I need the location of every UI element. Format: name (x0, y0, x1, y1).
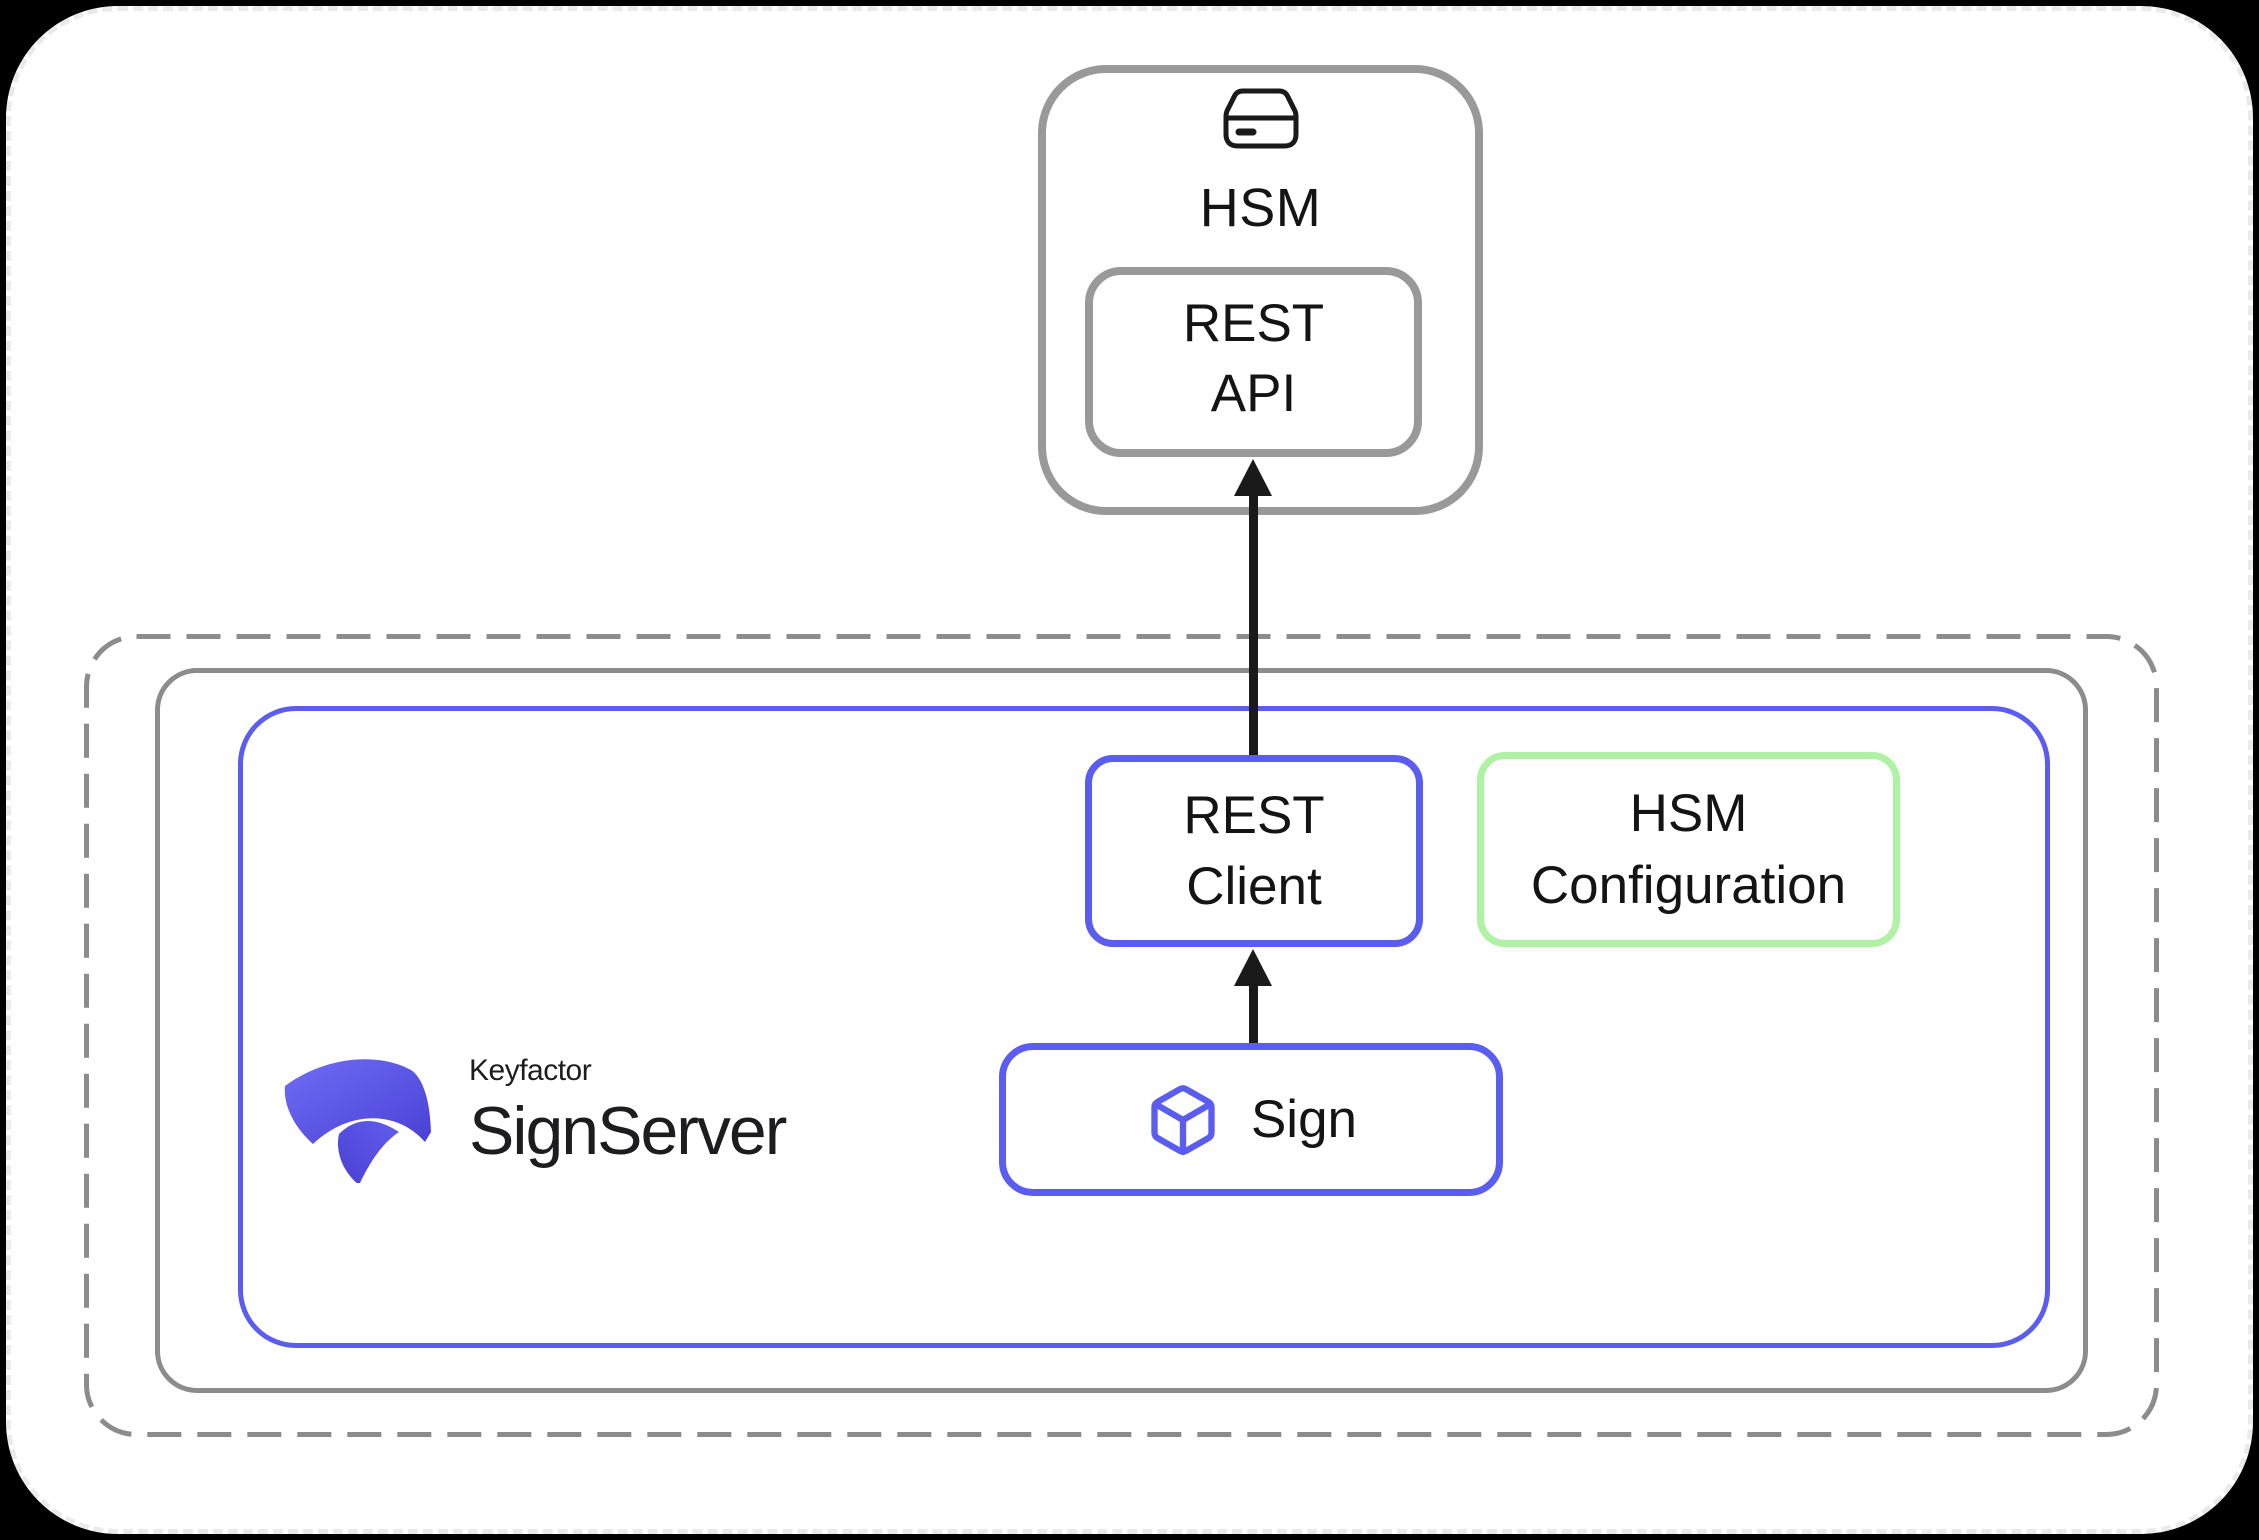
cube-icon (1151, 1084, 1215, 1155)
rest-client-box: REST Client (1085, 755, 1423, 947)
hsm-configuration-box: HSM Configuration (1477, 752, 1900, 947)
hsm-configuration-label-line1: HSM (1629, 784, 1748, 844)
logo-product: SignServer (469, 1093, 787, 1169)
sign-box: Sign (999, 1043, 1503, 1196)
logo-text: Keyfactor SignServer (469, 1054, 787, 1170)
arrow-restclient-to-restapi-head (1234, 459, 1272, 496)
hsm-box: HSM (1038, 65, 1483, 515)
drive-icon (1223, 88, 1298, 149)
arrow-sign-to-restclient-shaft (1249, 982, 1258, 1043)
rest-client-label-line1: REST (1183, 785, 1325, 845)
arrow-restclient-to-restapi-shaft (1249, 492, 1258, 755)
deployment-boundary (84, 634, 2159, 1437)
rest-api-label-line2: API (1210, 364, 1297, 423)
keyfactor-signserver-logo: Keyfactor SignServer (273, 1052, 787, 1183)
rest-api-label-line1: REST (1182, 294, 1325, 354)
rest-client-label-line2: Client (1186, 857, 1322, 916)
hsm-label: HSM (1199, 178, 1322, 238)
logo-brand: Keyfactor (469, 1054, 592, 1087)
sign-label: Sign (1250, 1090, 1358, 1149)
keyfactor-mark (284, 1059, 431, 1183)
host-container (155, 668, 2088, 1393)
hsm-rest-api-box: REST API (1085, 267, 1422, 457)
arrow-sign-to-restclient-head (1234, 949, 1272, 986)
hsm-configuration-label-line2: Configuration (1530, 855, 1847, 915)
signserver-container (238, 706, 2050, 1348)
